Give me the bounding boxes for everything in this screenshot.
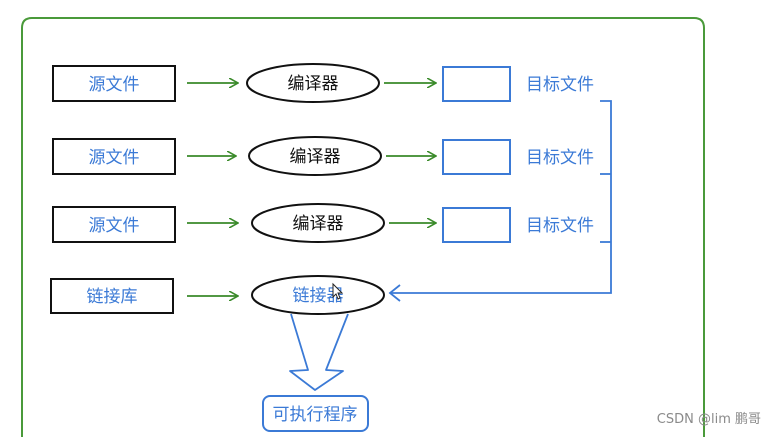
compiler-label: 编译器 — [288, 74, 339, 94]
object-file-box — [442, 207, 511, 243]
source-file-label: 源文件 — [89, 148, 140, 168]
object-file-box — [442, 66, 511, 102]
executable-box — [262, 395, 369, 432]
source-file-label: 源文件 — [89, 75, 140, 95]
watermark: CSDN @lim 鹏哥 — [656, 412, 761, 427]
executable-label: 可执行程序 — [273, 405, 358, 425]
object-file-label: 目标文件 — [526, 75, 594, 95]
compiler-ellipse — [248, 136, 382, 176]
object-file-box — [442, 139, 511, 175]
diagram-frame — [21, 17, 705, 437]
object-file-label: 目标文件 — [526, 148, 594, 168]
library-label: 链接库 — [87, 287, 138, 307]
source-file-box — [52, 206, 176, 243]
hollow-arrow-to-executable — [289, 313, 349, 391]
mouse-cursor-icon — [332, 282, 344, 300]
compiler-label: 编译器 — [290, 147, 341, 167]
object-file-label: 目标文件 — [526, 216, 594, 236]
library-box — [50, 278, 174, 314]
linker-input-arrowhead — [388, 284, 401, 302]
linker-label: 链接器 — [293, 286, 344, 306]
source-file-box — [52, 138, 176, 175]
linker-ellipse — [251, 275, 385, 315]
source-file-label: 源文件 — [89, 216, 140, 236]
compiler-ellipse — [251, 203, 385, 243]
compiler-label: 编译器 — [293, 214, 344, 234]
compiler-ellipse — [246, 63, 380, 103]
source-file-box — [52, 65, 176, 102]
object-to-linker-connector — [391, 100, 612, 294]
